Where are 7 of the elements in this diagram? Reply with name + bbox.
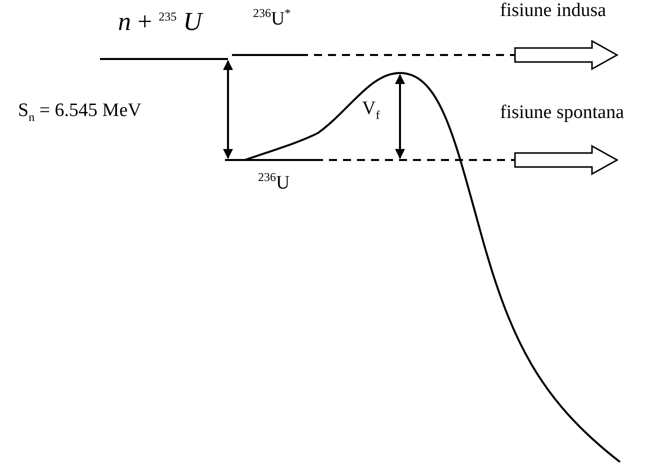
energy-label: S$_{n}$ = 6.545 MeV [18,100,142,124]
reaction-label: n + $^{235}$ U [118,6,202,38]
level-label: $^{236}$U$^{*}$ [253,6,291,32]
level-label: $^{236}$U [258,170,290,196]
process-label: fisiune indusa [500,0,606,23]
barrier-label: V$_{f}$ [362,98,380,122]
process-label: fisiune spontana [500,102,624,125]
